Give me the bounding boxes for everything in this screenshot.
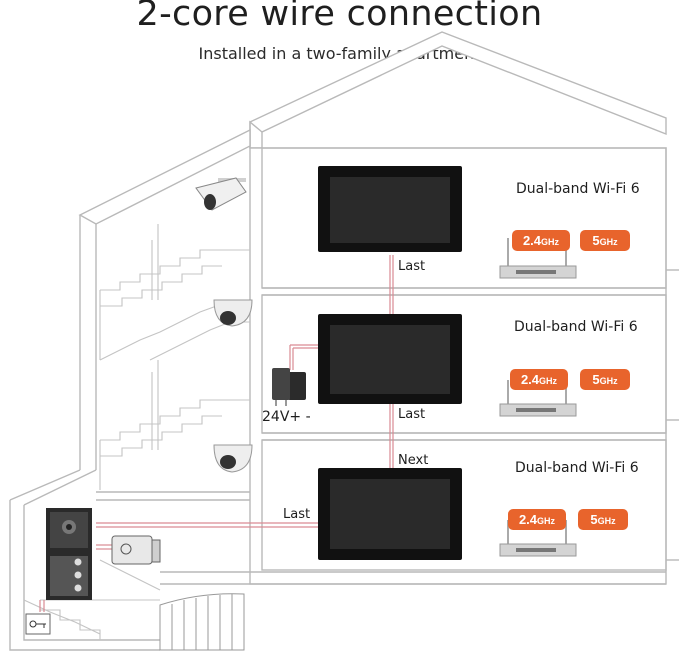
- floor-3-wifi-label: Dual-band Wi-Fi 6: [515, 460, 639, 476]
- floor-1-band-24-badge: 2.4GHz: [512, 230, 570, 251]
- stairwell-roof: [78, 128, 251, 225]
- bullet-camera-icon: [195, 177, 247, 211]
- diagram-title: 2-core wire connection: [136, 0, 543, 34]
- floor-1-band-5-badge: 5GHz: [580, 230, 630, 251]
- floor-2-monitor-tag: Last: [398, 407, 426, 422]
- dome-camera-icon: [213, 299, 253, 327]
- floor-3-monitor-tag-next: Next: [398, 453, 429, 468]
- floor-3-monitor-tag-last: Last: [283, 507, 311, 522]
- staircase: [23, 224, 250, 640]
- floor-3-band-5-badge: 5GHz: [578, 509, 628, 530]
- power-supply-label: 24V+ -: [262, 409, 311, 425]
- indoor-monitor-icon: [318, 314, 462, 404]
- floor-2-wifi-label: Dual-band Wi-Fi 6: [514, 319, 638, 335]
- floor-1-wifi-label: Dual-band Wi-Fi 6: [516, 181, 640, 197]
- indoor-monitor-icon: [318, 468, 462, 560]
- house-roof: [249, 31, 667, 149]
- key-icon: [25, 613, 51, 635]
- power-adapter-icon: [272, 368, 306, 406]
- wifi-router-icon: [499, 238, 577, 279]
- floor-1-monitor-tag: Last: [398, 259, 426, 274]
- floor-3-band-24-badge: 2.4GHz: [508, 509, 566, 530]
- gate-icon: [159, 593, 245, 651]
- electric-lock-icon: [111, 535, 161, 565]
- dome-camera-icon: [213, 444, 253, 473]
- floor-2-band-5-badge: 5GHz: [580, 369, 630, 390]
- indoor-monitor-icon: [318, 166, 462, 252]
- floor-2-band-24-badge: 2.4GHz: [510, 369, 568, 390]
- door-station-icon: [46, 508, 92, 600]
